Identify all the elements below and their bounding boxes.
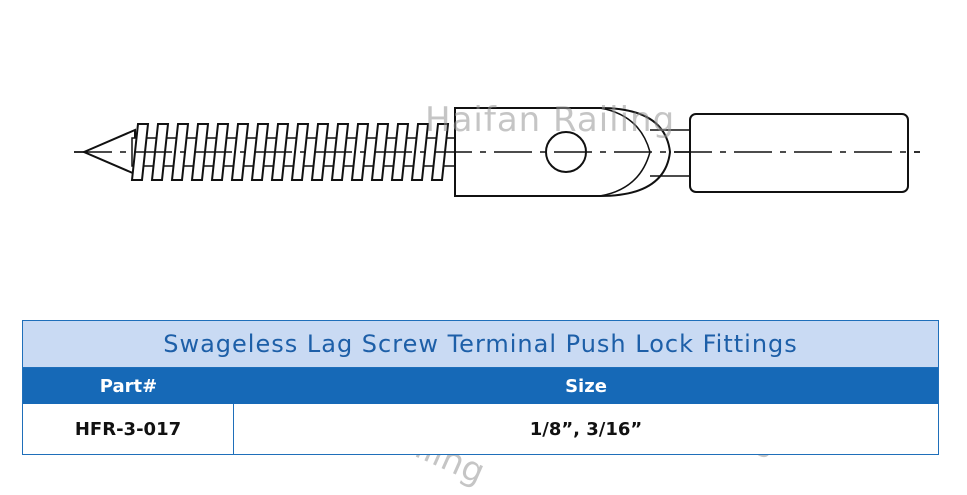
table-title: Swageless Lag Screw Terminal Push Lock F…: [23, 321, 938, 368]
push-lock-sleeve: [689, 113, 909, 193]
header-size: Size: [565, 375, 607, 397]
cell-part-number: HFR-3-017: [23, 404, 234, 454]
table-header-row: Part# Size: [23, 368, 938, 404]
cell-size: 1/8”, 3/16”: [529, 418, 643, 440]
table-row: HFR-3-017 1/8”, 3/16”: [23, 404, 938, 454]
header-part: Part#: [99, 375, 158, 397]
spec-table: Swageless Lag Screw Terminal Push Lock F…: [22, 320, 939, 455]
lag-screw-terminal-drawing: [74, 107, 920, 197]
